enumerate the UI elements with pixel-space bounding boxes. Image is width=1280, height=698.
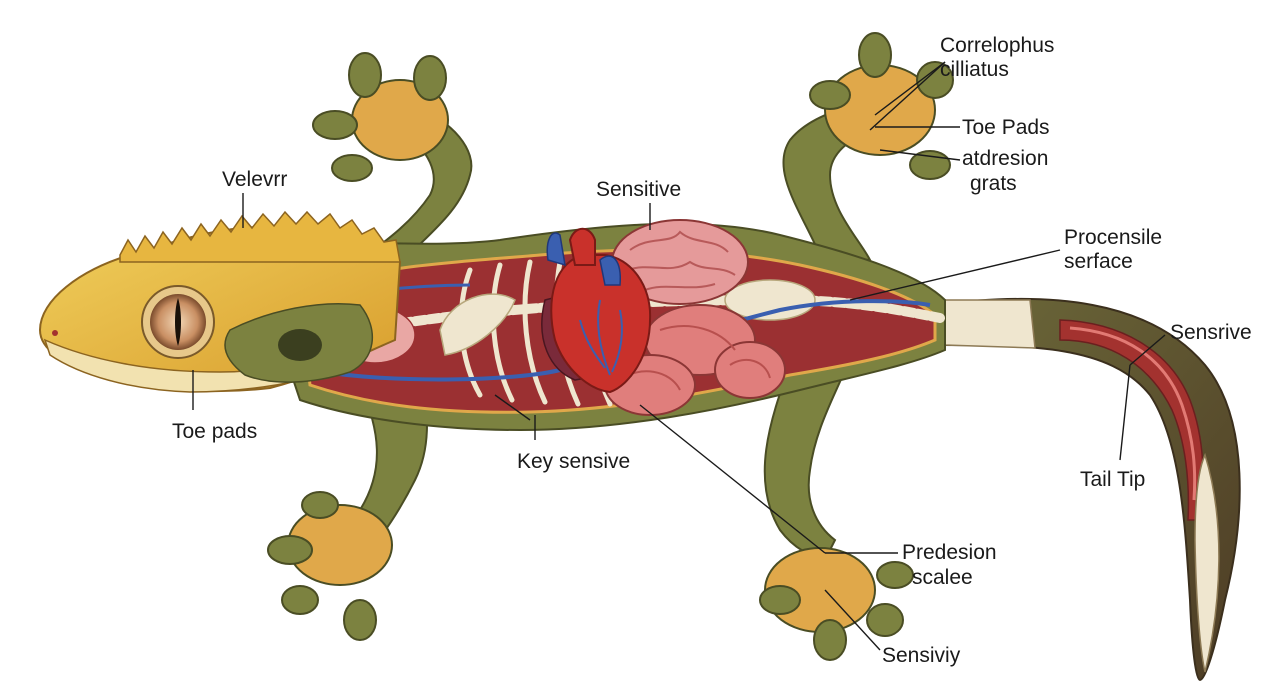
head — [38, 210, 402, 393]
label-procensile: Procensile — [1064, 226, 1163, 249]
feet — [267, 32, 954, 661]
label-toe-pads-left: Toe pads — [172, 420, 258, 443]
label-sensrive: Sensrive — [1170, 321, 1252, 344]
leader-lines — [192, 61, 1166, 651]
label-toe-pads-right: Toe Pads — [962, 116, 1050, 139]
label-scalee: scalee — [912, 566, 973, 589]
label-predesion: Predesion — [902, 541, 997, 564]
label-atdresion: atdresion — [962, 147, 1049, 170]
label-correlophus: Correlophus — [940, 34, 1055, 57]
label-sensitive: Sensitive — [596, 178, 682, 201]
tail — [934, 297, 1241, 682]
label-cilliatus: cilliatus — [940, 58, 1009, 81]
legs — [318, 98, 887, 577]
label-key-sensive: Key sensive — [517, 450, 631, 473]
label-sensiviy: Sensiviy — [882, 644, 961, 667]
label-grats: grats — [970, 172, 1017, 195]
label-tail-tip: Tail Tip — [1080, 468, 1146, 491]
label-serface: serface — [1064, 250, 1133, 273]
label-velevrr: Velevrr — [222, 168, 288, 191]
